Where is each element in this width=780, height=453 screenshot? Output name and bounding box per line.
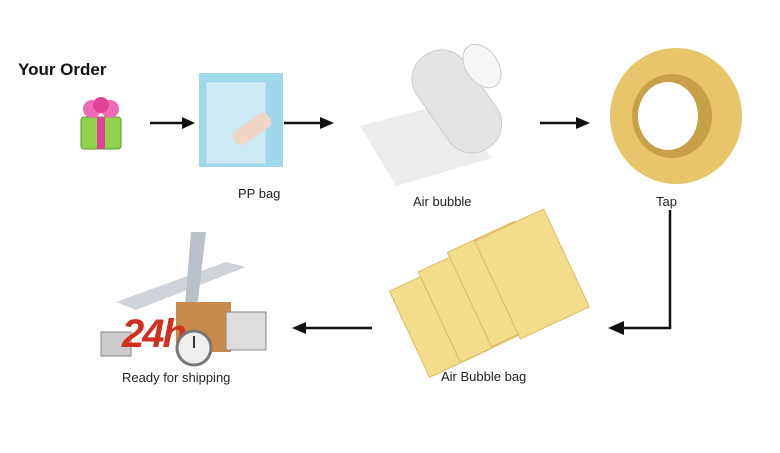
air-bubble-label: Air bubble bbox=[413, 194, 472, 209]
gift-icon bbox=[80, 97, 122, 150]
your-order-title: Your Order bbox=[18, 60, 107, 79]
pp-bag-image bbox=[199, 73, 283, 167]
air-bubble-bag-label: Air Bubble bag bbox=[441, 369, 527, 384]
stopwatch-icon bbox=[175, 329, 213, 367]
ready-for-shipping-label: Ready for shipping bbox=[122, 370, 231, 385]
arrow-right-2 bbox=[284, 117, 334, 129]
tape-image bbox=[610, 48, 742, 184]
arrow-left bbox=[292, 322, 372, 334]
shipping-24h-image bbox=[100, 232, 267, 357]
arrow-right-1 bbox=[150, 117, 195, 129]
pp-bag-label: PP bag bbox=[238, 186, 281, 201]
air-bubble-roll-image bbox=[360, 43, 503, 186]
arrow-right-3 bbox=[540, 117, 590, 129]
tape-label: Tap bbox=[656, 194, 677, 209]
arrow-down-left bbox=[608, 210, 672, 335]
air-bubble-bag-image bbox=[388, 208, 590, 378]
